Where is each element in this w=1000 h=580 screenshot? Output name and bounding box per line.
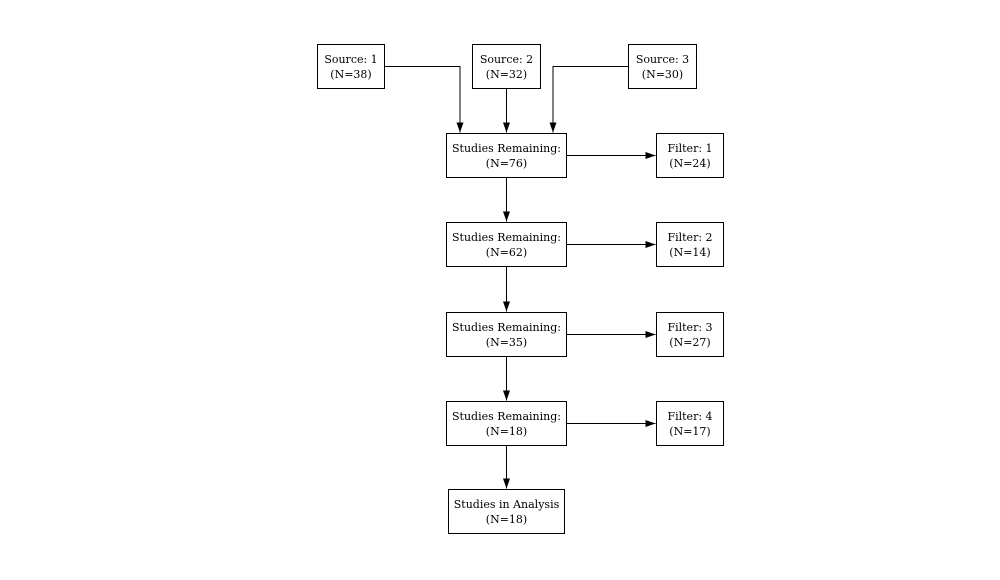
source-2-box: Source: 2 (N=32) xyxy=(472,44,541,89)
source-1-count: (N=38) xyxy=(330,67,372,81)
source-1-box: Source: 1 (N=38) xyxy=(317,44,385,89)
studies-remaining-2-label: Studies Remaining: xyxy=(452,230,561,244)
filter-4-box: Filter: 4 (N=17) xyxy=(656,401,724,446)
source-3-label: Source: 3 xyxy=(635,52,690,66)
filter-2-label: Filter: 2 xyxy=(667,230,713,244)
studies-remaining-1-count: (N=76) xyxy=(485,156,528,170)
filter-2-count: (N=14) xyxy=(669,245,711,259)
filter-2-box: Filter: 2 (N=14) xyxy=(656,222,724,267)
studies-in-analysis-label: Studies in Analysis xyxy=(453,497,560,511)
filter-3-box: Filter: 3 (N=27) xyxy=(656,312,724,357)
studies-remaining-1-label: Studies Remaining: xyxy=(452,141,561,155)
studies-remaining-2-count: (N=62) xyxy=(485,245,528,259)
source-2-label: Source: 2 xyxy=(479,52,534,66)
filter-1-box: Filter: 1 (N=24) xyxy=(656,133,724,178)
edge-source-3-to-studies-1 xyxy=(549,66,629,133)
studies-remaining-4-count: (N=18) xyxy=(485,424,528,438)
filter-1-label: Filter: 1 xyxy=(667,141,713,155)
studies-in-analysis-count: (N=18) xyxy=(485,512,528,526)
studies-remaining-1-box: Studies Remaining: (N=76) xyxy=(446,133,567,178)
studies-remaining-3-label: Studies Remaining: xyxy=(452,320,561,334)
source-3-box: Source: 3 (N=30) xyxy=(628,44,697,89)
filter-4-count: (N=17) xyxy=(669,424,711,438)
studies-remaining-4-label: Studies Remaining: xyxy=(452,409,561,423)
studies-remaining-4-box: Studies Remaining: (N=18) xyxy=(446,401,567,446)
filter-1-count: (N=24) xyxy=(669,156,711,170)
source-2-count: (N=32) xyxy=(485,67,528,81)
source-3-count: (N=30) xyxy=(641,67,684,81)
studies-remaining-3-box: Studies Remaining: (N=35) xyxy=(446,312,567,357)
source-1-label: Source: 1 xyxy=(324,52,378,66)
studies-remaining-2-box: Studies Remaining: (N=62) xyxy=(446,222,567,267)
studies-in-analysis-box: Studies in Analysis (N=18) xyxy=(448,489,565,534)
filter-4-label: Filter: 4 xyxy=(667,409,713,423)
filter-3-count: (N=27) xyxy=(669,335,711,349)
edge-source-1-to-studies-1 xyxy=(385,66,464,133)
filter-3-label: Filter: 3 xyxy=(667,320,713,334)
studies-remaining-3-count: (N=35) xyxy=(485,335,528,349)
